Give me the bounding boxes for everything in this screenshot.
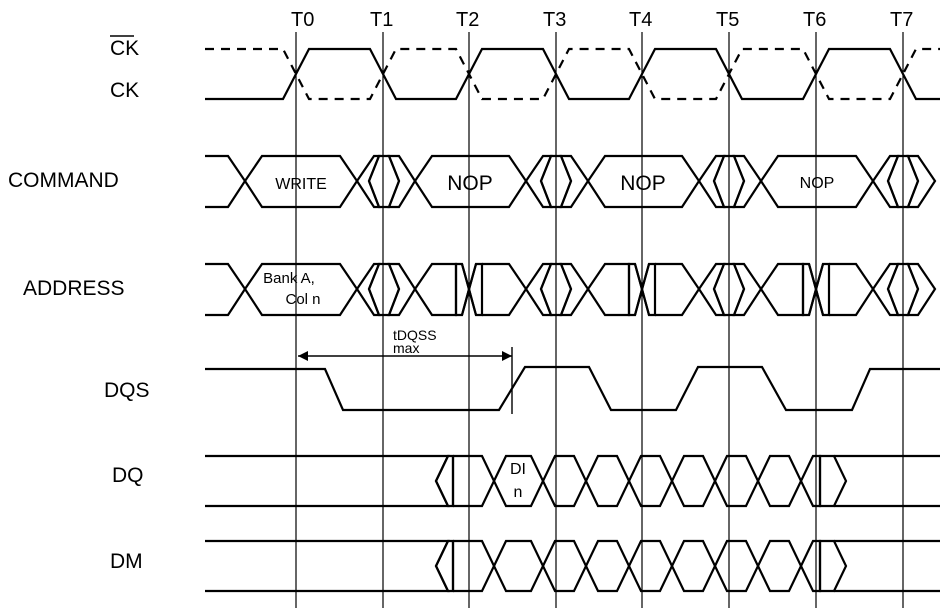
command-write-text: WRITE <box>275 176 327 193</box>
ck-waveform <box>205 47 940 101</box>
dq-di-text: DI <box>510 461 526 478</box>
signal-label-ck-bar: CK <box>110 37 139 60</box>
tdqss-arrow-left-head <box>298 351 308 361</box>
time-label-t6: T6 <box>803 9 826 31</box>
address-waveform <box>205 262 937 317</box>
time-label-t2: T2 <box>456 9 479 31</box>
time-marker-lines <box>295 32 904 608</box>
tdqss-label: tDQSS <box>393 327 437 343</box>
address-col-text: Col n <box>285 291 320 308</box>
time-label-t4: T4 <box>629 9 652 31</box>
signal-label-address: ADDRESS <box>23 277 125 300</box>
tdqss-annotation <box>298 347 513 414</box>
dq-waveform <box>205 454 940 508</box>
signal-label-command: COMMAND <box>8 169 119 192</box>
time-label-t7: T7 <box>890 9 913 31</box>
signal-label-ck: CK <box>110 79 139 102</box>
time-label-t1: T1 <box>370 9 393 31</box>
signal-label-dqs: DQS <box>104 379 150 402</box>
time-label-t3: T3 <box>543 9 566 31</box>
dqs-waveform <box>205 365 940 412</box>
dm-waveform <box>205 539 940 593</box>
signal-labels: CK CK COMMAND ADDRESS DQS DQ DM <box>8 35 150 573</box>
time-label-t5: T5 <box>716 9 739 31</box>
time-label-t0: T0 <box>291 9 314 31</box>
time-marker-labels: T0 T1 T2 T3 T4 T5 T6 T7 <box>291 9 913 31</box>
signal-label-dq: DQ <box>112 464 144 487</box>
ck-bar-waveform <box>205 47 940 101</box>
command-nop-text-1: NOP <box>447 172 493 195</box>
signal-label-dm: DM <box>110 550 143 573</box>
command-waveform <box>205 154 937 209</box>
tdqss-max-label: max <box>393 340 419 356</box>
address-bank-text: Bank A, <box>263 270 315 287</box>
tdqss-arrow-right-head <box>502 351 512 361</box>
dq-n-text: n <box>514 484 523 501</box>
command-nop-text-2: NOP <box>620 172 666 195</box>
command-nop-text-3: NOP <box>800 175 835 192</box>
